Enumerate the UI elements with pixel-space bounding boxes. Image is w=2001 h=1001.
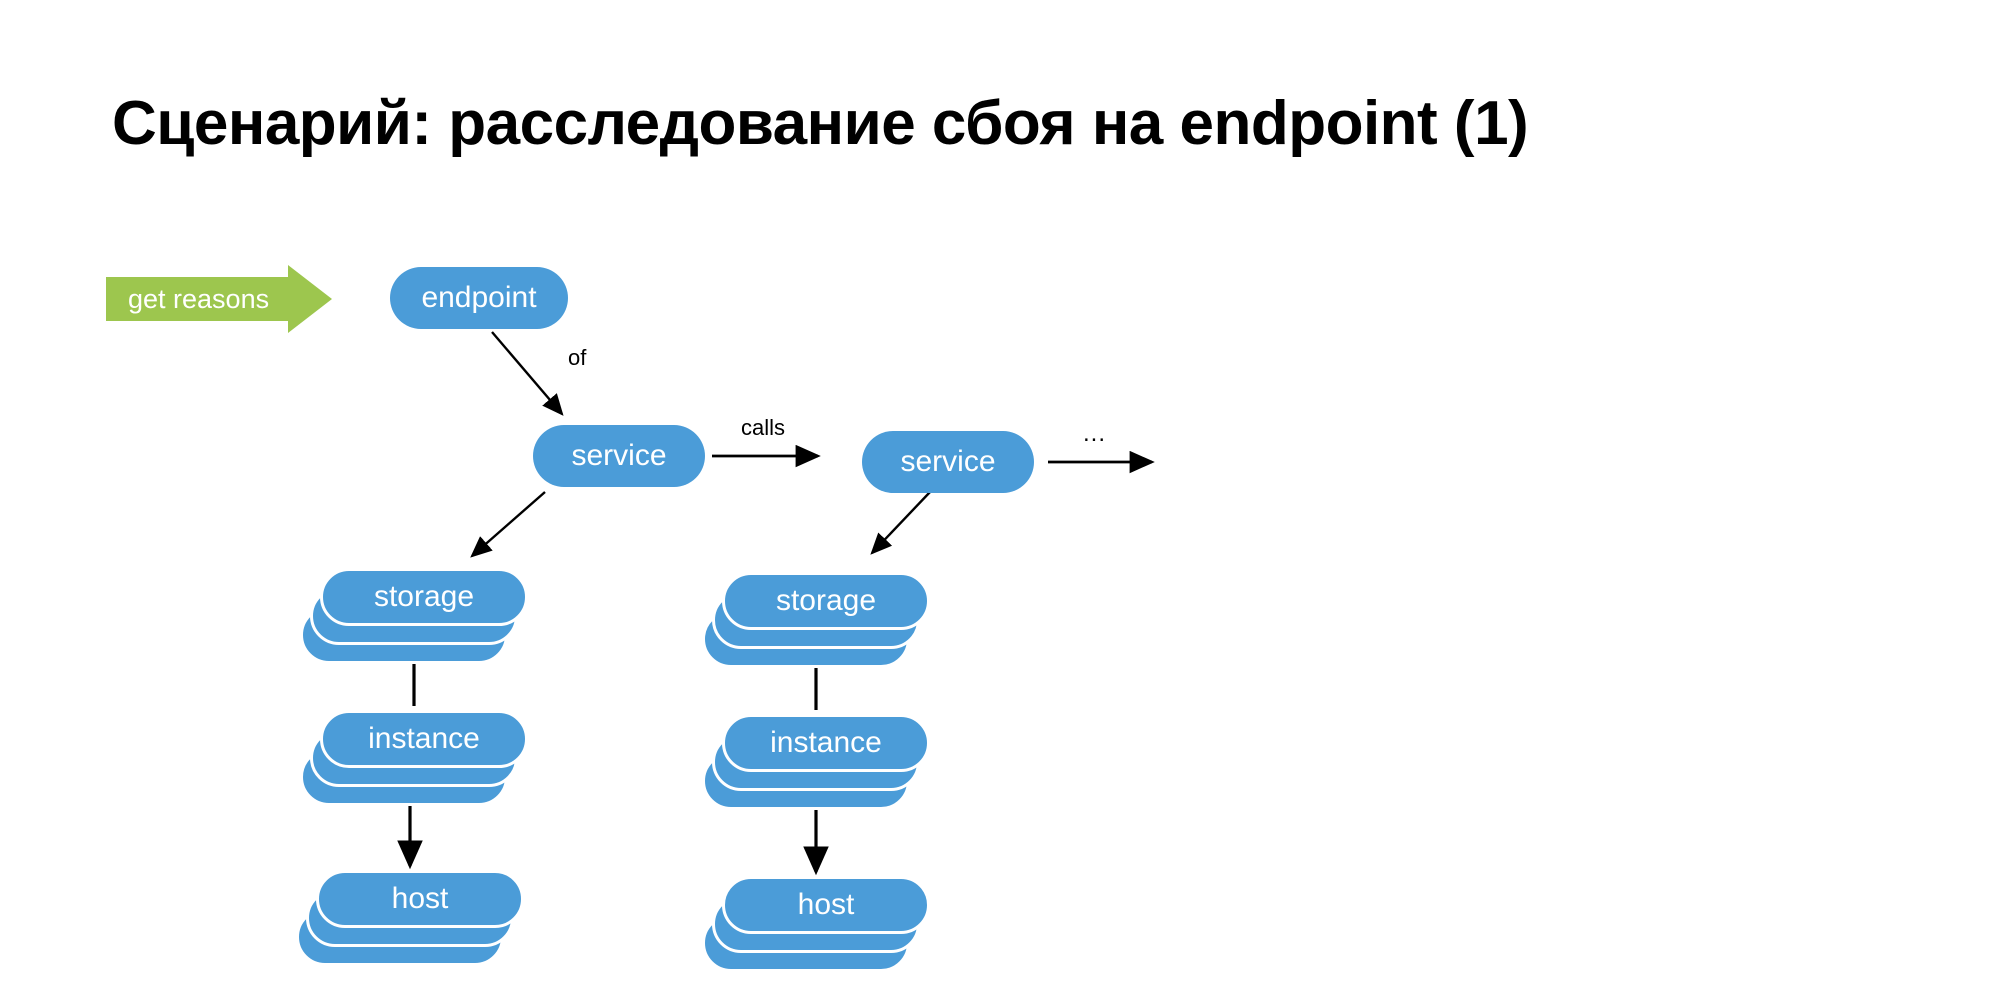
edge-service2-storage2 <box>870 491 931 555</box>
node-instance-2-label: instance <box>770 726 882 759</box>
node-service-1[interactable]: service <box>533 425 705 487</box>
node-instance-1-label: instance <box>368 722 480 755</box>
node-storage-2-label: storage <box>775 584 877 617</box>
node-instance-1-sheet-front: instance <box>320 710 528 768</box>
edge-endpoint-service1 <box>491 331 564 416</box>
node-host-2-sheet-front: host <box>722 876 930 934</box>
edge-label-of: of <box>568 345 587 370</box>
get-reasons-arrow-body: get reasons <box>106 277 288 321</box>
get-reasons-label: get reasons <box>128 283 270 314</box>
edge-service1-storage1 <box>470 491 546 558</box>
node-endpoint[interactable]: endpoint <box>390 267 568 329</box>
node-host-2-label: host <box>797 888 855 921</box>
node-host-2[interactable]: host <box>702 876 930 972</box>
get-reasons-arrow-head <box>288 265 332 333</box>
node-storage-1-label: storage <box>373 580 475 613</box>
node-service-1-label: service <box>571 439 667 472</box>
node-storage-2-sheet-front: storage <box>722 572 930 630</box>
node-instance-1[interactable]: instance <box>300 710 528 806</box>
edge-label-ellipsis: ... <box>1083 420 1107 447</box>
node-instance-2[interactable]: instance <box>702 714 930 810</box>
node-host-1[interactable]: host <box>296 870 524 966</box>
node-host-1-sheet-front: host <box>316 870 524 928</box>
node-storage-1[interactable]: storage <box>300 568 528 664</box>
node-storage-2[interactable]: storage <box>702 572 930 668</box>
node-instance-2-sheet-front: instance <box>722 714 930 772</box>
node-storage-1-sheet-front: storage <box>320 568 528 626</box>
node-service-2[interactable]: service <box>862 431 1034 493</box>
node-host-1-label: host <box>391 882 449 915</box>
node-service-2-label: service <box>900 445 996 478</box>
edge-label-calls: calls <box>741 415 786 440</box>
node-endpoint-label: endpoint <box>421 281 537 314</box>
page-title: Сценарий: расследование сбоя на endpoint… <box>112 89 1529 158</box>
get-reasons-arrow[interactable]: get reasons <box>106 265 332 333</box>
